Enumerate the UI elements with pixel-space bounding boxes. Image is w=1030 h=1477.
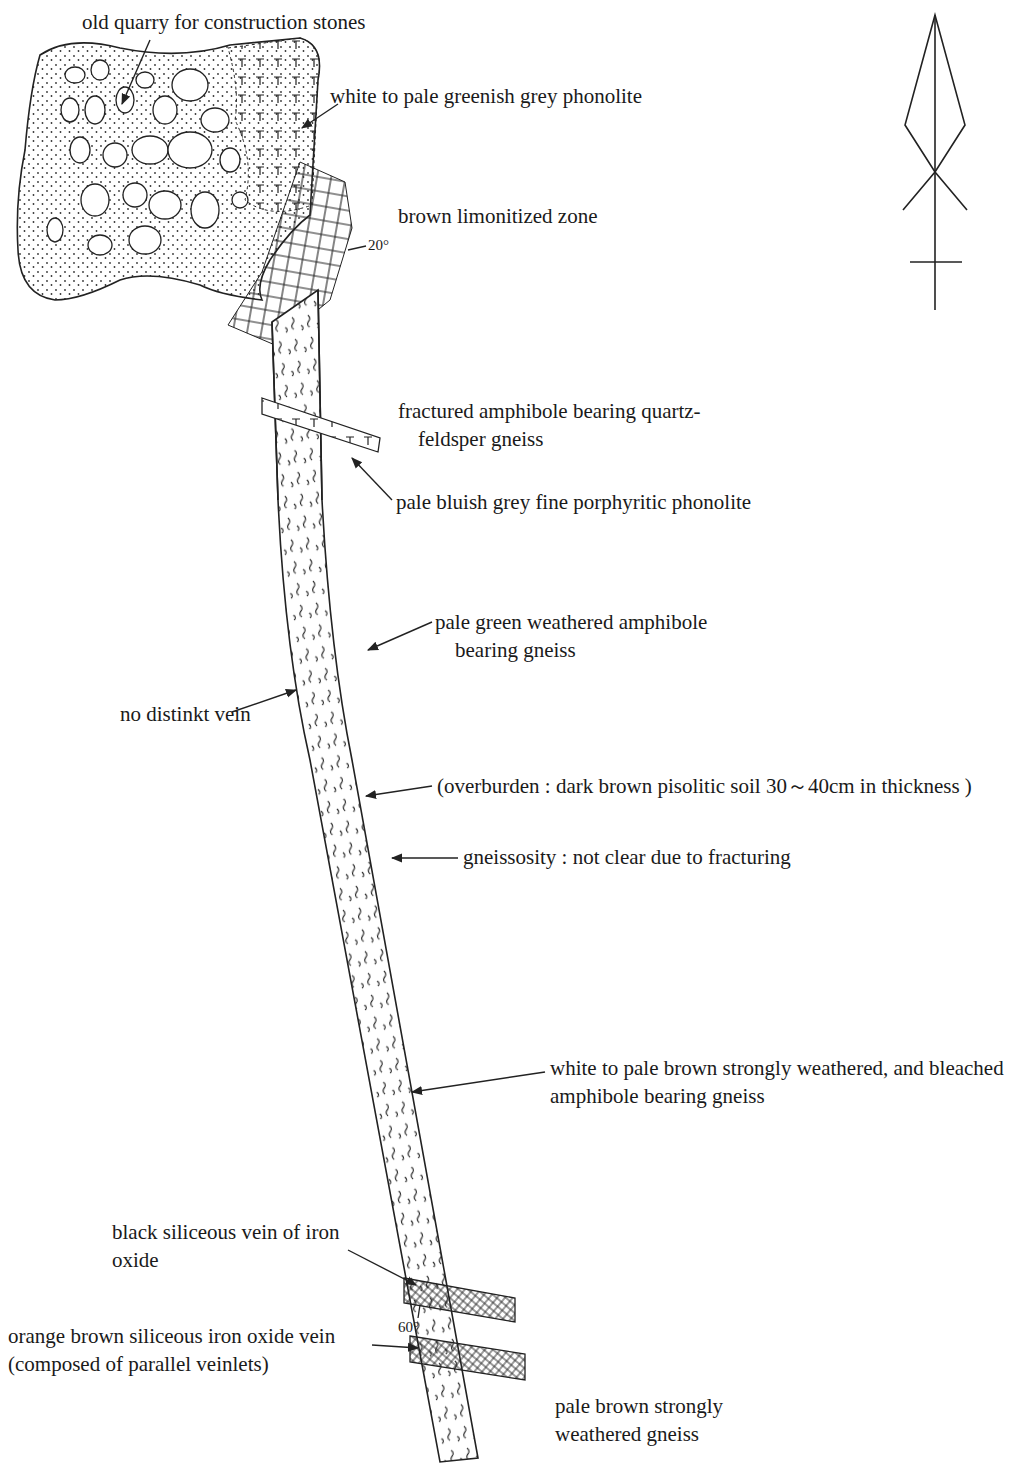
map-label: fractured amphibole bearing quartz-felds…	[398, 397, 703, 453]
leader-lines	[122, 40, 545, 1348]
map-label: white to pale greenish grey phonolite	[330, 82, 750, 110]
orange-vein	[410, 1336, 525, 1380]
map-label: gneissosity : not clear due to fracturin…	[463, 843, 963, 871]
map-label: white to pale brown strongly weathered, …	[550, 1054, 1010, 1110]
map-label: pale brown strongly weathered gneiss	[555, 1392, 785, 1448]
boulders	[47, 60, 248, 255]
dyke-texture	[262, 398, 380, 452]
map-label: pale green weathered amphibole bearing g…	[435, 608, 715, 664]
black-vein	[404, 1278, 515, 1322]
map-label: old quarry for construction stones	[82, 8, 502, 36]
map-label: pale bluish grey fine porphyritic phonol…	[396, 488, 916, 516]
dip-tick	[348, 246, 366, 250]
map-label: 20°	[368, 236, 408, 254]
north-arrow	[903, 15, 967, 310]
map-label: brown limonitized zone	[398, 202, 698, 230]
map-label: 60°	[398, 1318, 438, 1336]
map-label: no distinkt vein	[120, 700, 320, 728]
map-label: (overburden : dark brown pisolitic soil …	[437, 772, 977, 800]
phonolite-dyke	[262, 398, 380, 452]
map-label: black siliceous vein of iron oxide	[112, 1218, 342, 1274]
dip-tick	[418, 1305, 420, 1318]
map-label: orange brown siliceous iron oxide vein (…	[8, 1322, 368, 1378]
trench-edge	[272, 290, 322, 500]
